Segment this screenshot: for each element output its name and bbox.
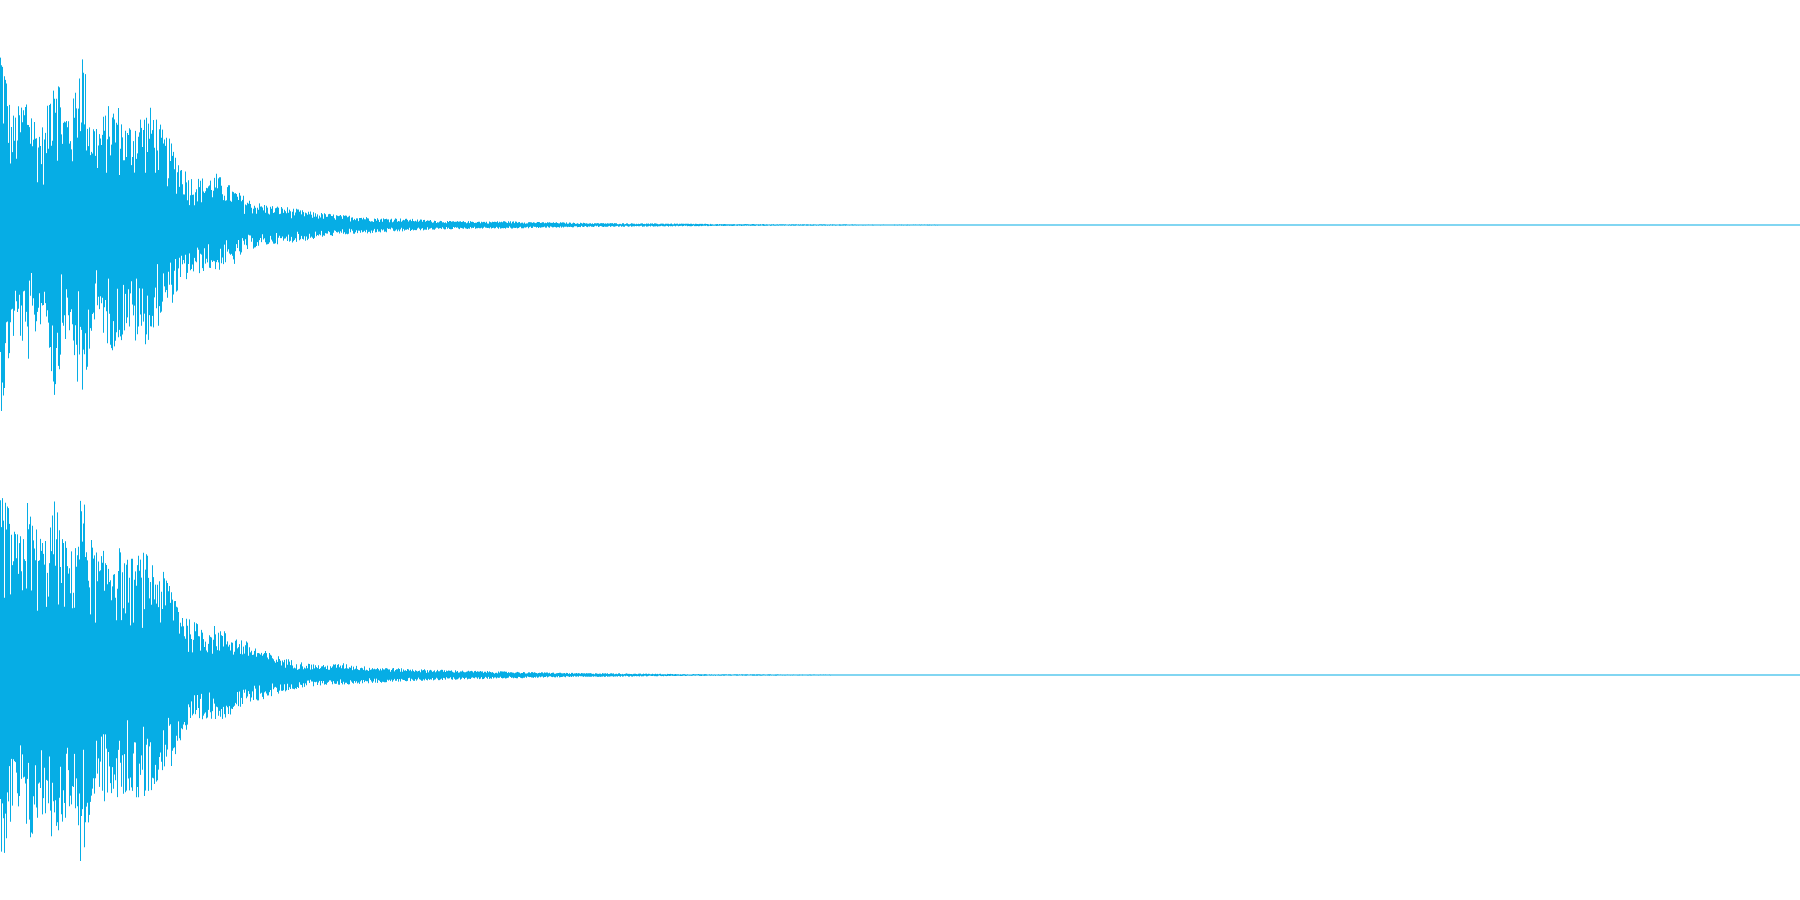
channel-1-waveform — [0, 57, 1103, 411]
channel-2-waveform — [0, 498, 957, 861]
channel-1 — [0, 57, 1800, 411]
channel-2 — [0, 498, 1800, 861]
